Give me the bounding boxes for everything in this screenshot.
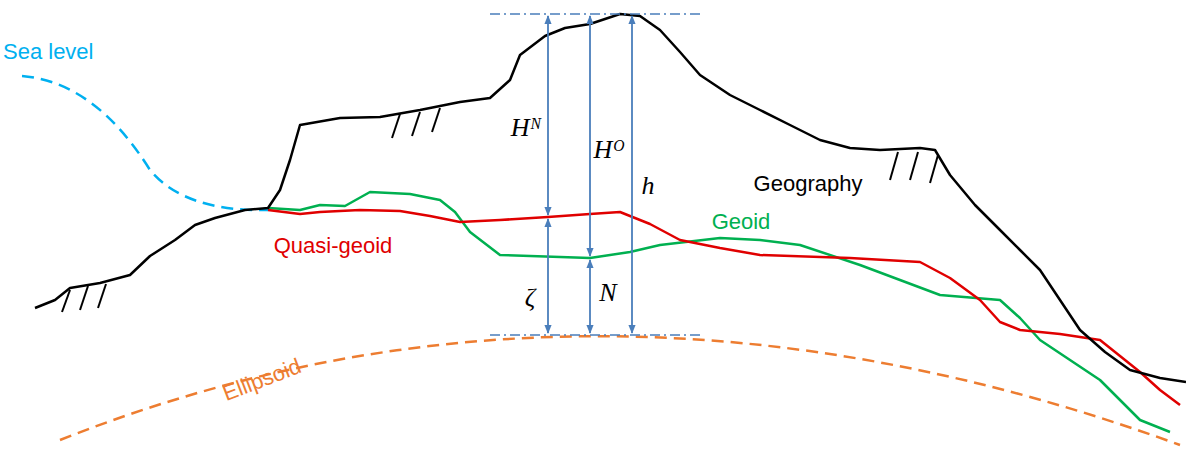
ellipsoid-label: Ellipsoid: [220, 355, 304, 405]
quasi-geoid-label: Quasi-geoid: [274, 235, 393, 257]
sea-level-label: Sea level: [3, 41, 94, 63]
reference-line: [490, 14, 700, 335]
ellipsoid-curve: [60, 336, 1180, 445]
terrain-profile: [35, 14, 1186, 382]
height-symbol: Hᴼ: [593, 137, 624, 163]
geoid-curve: [268, 192, 1170, 432]
geoid-label: Geoid: [712, 211, 771, 233]
sea-level-line: [22, 76, 268, 210]
quasi-geoid-curve: [268, 210, 1180, 405]
height-symbol: N: [599, 280, 616, 306]
height-symbol: ζ: [525, 285, 536, 311]
height-symbol: Hᴺ: [511, 115, 542, 141]
ground-hatching: [62, 108, 938, 312]
height-arrow: [548, 16, 632, 333]
height-symbol: h: [642, 173, 655, 199]
terrain-label: Geography: [754, 173, 863, 195]
